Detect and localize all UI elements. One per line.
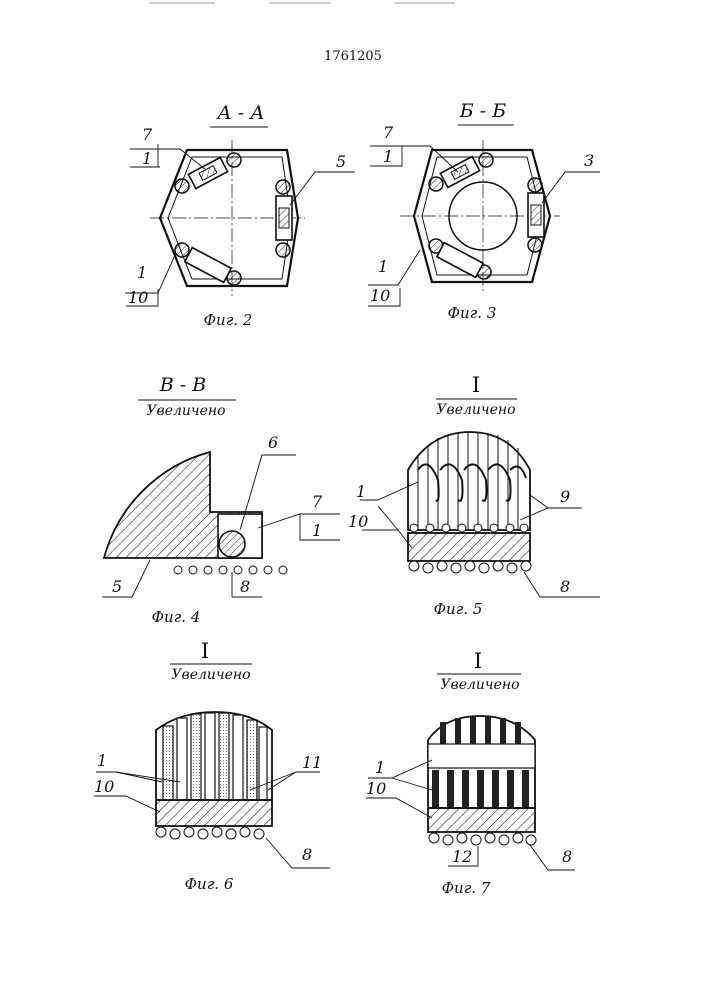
fig7-section-label: I bbox=[474, 649, 482, 673]
fig6-callout-1: 1 bbox=[97, 751, 107, 770]
fig6-strips-11 bbox=[163, 713, 267, 800]
fig3-insert-lower bbox=[437, 243, 483, 278]
fig3-caption: Фиг. 3 bbox=[448, 304, 497, 322]
fig7-band-1 bbox=[428, 744, 535, 768]
fig5-callout-9: 9 bbox=[560, 487, 570, 506]
fig2-caption: Фиг. 2 bbox=[204, 311, 253, 329]
fig7-callout-12: 12 bbox=[452, 847, 472, 866]
fig6-callout-10: 10 bbox=[94, 777, 114, 796]
fig3-callout-10: 10 bbox=[370, 286, 390, 305]
fig4-callout-8: 8 bbox=[240, 577, 250, 596]
fig5-callout-10: 10 bbox=[348, 512, 368, 531]
fig6-callout-8: 8 bbox=[302, 845, 312, 864]
fig2-callout-7: 7 bbox=[142, 125, 153, 144]
fig7-callout-1: 1 bbox=[375, 758, 385, 777]
figure-4: В - В Увеличено 6 7 1 5 8 Фиг. 4 bbox=[102, 374, 340, 626]
figure-2: А - А bbox=[125, 102, 355, 329]
fig3-callout-1b: 1 bbox=[378, 257, 388, 276]
figure-5: I Увеличено bbox=[348, 373, 600, 618]
fig2-section-label: А - А bbox=[215, 102, 264, 124]
fig6-base-layer-10 bbox=[156, 800, 272, 826]
fig4-rod-6 bbox=[219, 531, 245, 557]
fig7-scale-note: Увеличено bbox=[440, 677, 519, 693]
fig2-callout-1: 1 bbox=[142, 149, 152, 168]
fig4-wire-row-8 bbox=[174, 566, 287, 574]
fig4-caption: Фиг. 4 bbox=[152, 608, 201, 626]
fig7-wire-row-8 bbox=[429, 833, 536, 845]
figure-7: I Увеличено bbox=[366, 649, 575, 897]
figure-6: I Увеличено 1 10 11 bbox=[94, 639, 330, 893]
fig3-insert-right bbox=[528, 193, 544, 237]
figure-3: Б - Б bbox=[368, 100, 600, 322]
fig5-callout-1: 1 bbox=[356, 482, 366, 501]
fig2-insert-right bbox=[276, 196, 292, 240]
fig4-callout-7: 7 bbox=[312, 492, 323, 511]
fig7-caption: Фиг. 7 bbox=[442, 879, 491, 897]
fig3-section-label: Б - Б bbox=[459, 100, 506, 122]
fig5-wire-row-8 bbox=[409, 561, 531, 573]
fig6-wire-row-8 bbox=[156, 827, 264, 839]
fig2-callout-10: 10 bbox=[128, 288, 148, 307]
fig4-callout-5: 5 bbox=[112, 577, 122, 596]
fig4-scale-note: Увеличено bbox=[146, 403, 225, 419]
patent-number: 1761205 bbox=[324, 49, 382, 64]
fig6-scale-note: Увеличено bbox=[171, 667, 250, 683]
fig5-scale-note: Увеличено bbox=[436, 402, 515, 418]
fig5-callout-8: 8 bbox=[560, 577, 570, 596]
fig3-callout-1: 1 bbox=[383, 147, 393, 166]
fig6-caption: Фиг. 6 bbox=[185, 875, 234, 893]
fig2-callout-1b: 1 bbox=[137, 263, 147, 282]
fig7-callout-8: 8 bbox=[562, 847, 572, 866]
fig2-insert-upper-left bbox=[188, 157, 227, 188]
fig6-section-label: I bbox=[201, 639, 209, 663]
fig7-callout-10: 10 bbox=[366, 779, 386, 798]
fig2-callout-5: 5 bbox=[336, 152, 346, 171]
fig4-callout-1: 1 bbox=[312, 521, 322, 540]
fig3-callout-7: 7 bbox=[383, 123, 394, 142]
fig5-caption: Фиг. 5 bbox=[434, 600, 483, 618]
fig4-callout-6: 6 bbox=[268, 433, 278, 452]
fig5-section-label: I bbox=[472, 373, 480, 397]
fig7-base-layer-10 bbox=[428, 808, 535, 832]
fig3-callout-3: 3 bbox=[584, 151, 594, 170]
fig4-section-label: В - В bbox=[159, 374, 206, 396]
fig6-callout-11: 11 bbox=[302, 753, 322, 772]
fig5-base-layer-10 bbox=[408, 533, 530, 561]
